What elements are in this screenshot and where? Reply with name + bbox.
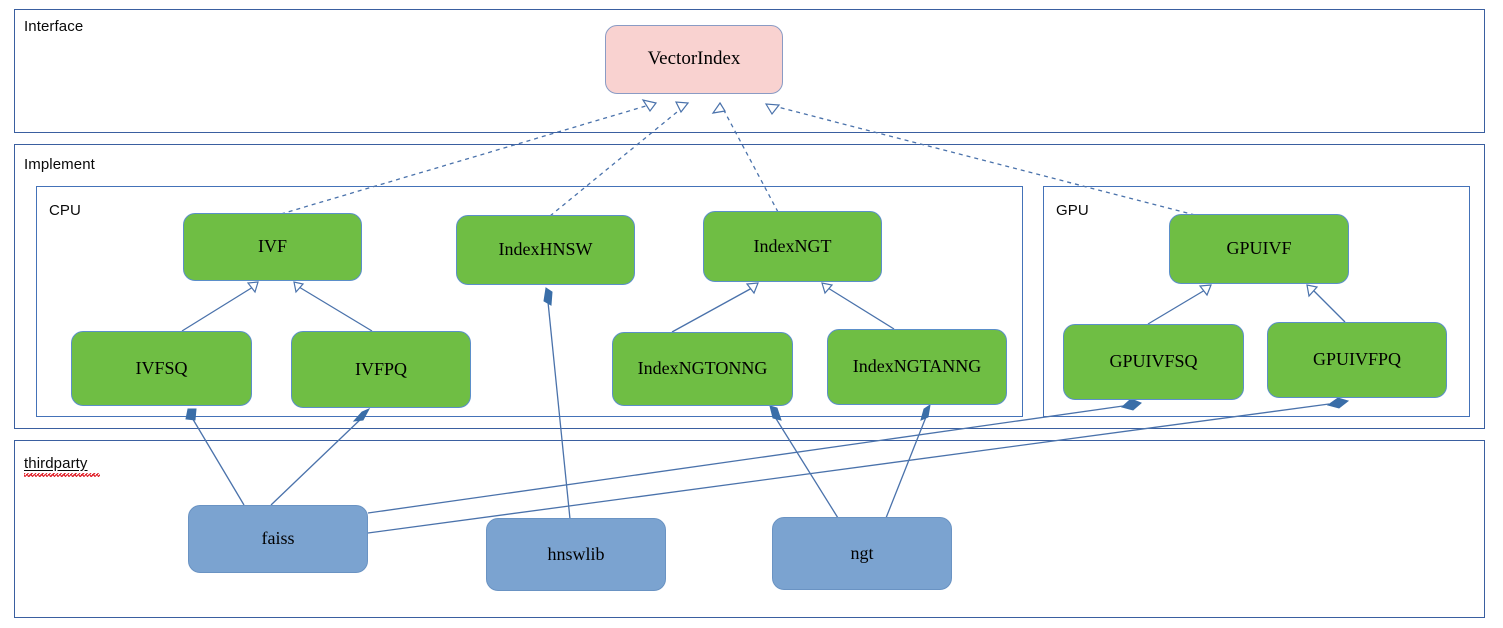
node-indexngtonng[interactable]: IndexNGTONNG <box>612 332 793 406</box>
container-implement-label: Implement <box>24 156 95 173</box>
edge-indexngtanng-indexngt <box>827 287 895 330</box>
node-ivfpq[interactable]: IVFPQ <box>291 331 471 408</box>
arrowhead-open-triangle <box>1306 284 1319 298</box>
spellcheck-underline-icon <box>24 473 100 477</box>
container-implement <box>14 144 1485 429</box>
edge-faiss-gpuivfpq <box>367 403 1330 534</box>
arrowhead-open-triangle <box>293 281 305 294</box>
node-hnswlib[interactable]: hnswlib <box>486 518 666 591</box>
node-gpuivf[interactable]: GPUIVF <box>1169 214 1349 284</box>
node-ivfsq[interactable]: IVFSQ <box>71 331 252 406</box>
arrowhead-filled-diamond <box>352 407 371 422</box>
edge-ivf-vectorindex <box>280 102 657 215</box>
arrowhead-open-triangle <box>711 101 726 114</box>
edge-ngt-indexngtanng <box>885 416 927 519</box>
node-ivf[interactable]: IVF <box>183 213 362 281</box>
arrowhead-open-triangle <box>246 281 259 294</box>
node-faiss[interactable]: faiss <box>188 505 368 573</box>
container-gpu <box>1043 186 1470 417</box>
node-gpuivfsq[interactable]: GPUIVFSQ <box>1063 324 1244 400</box>
node-indexngt[interactable]: IndexNGT <box>703 211 882 282</box>
container-cpu <box>36 186 1023 417</box>
edge-indexngt-vectorindex <box>719 102 779 213</box>
arrowhead-open-triangle <box>764 103 781 116</box>
edge-ivfsq-ivf <box>181 286 254 332</box>
arrowhead-filled-diamond <box>920 403 931 421</box>
edge-hnswlib-indexhnsw <box>547 301 571 520</box>
container-thirdparty-label: thirdparty <box>24 455 88 472</box>
arrowhead-open-triangle <box>1198 284 1212 297</box>
edge-ngt-indexngtonng <box>774 416 839 519</box>
edge-gpuivfsq-gpuivf <box>1147 289 1206 325</box>
arrowhead-filled-diamond <box>1326 397 1350 409</box>
node-ngt[interactable]: ngt <box>772 517 952 590</box>
container-cpu-label: CPU <box>49 202 81 219</box>
arrowhead-filled-diamond <box>769 405 782 421</box>
container-interface <box>14 9 1485 133</box>
arrowhead-filled-diamond <box>1120 398 1142 411</box>
edge-indexngtonng-indexngt <box>671 287 753 333</box>
node-gpuivfpq[interactable]: GPUIVFPQ <box>1267 322 1447 398</box>
edge-ivfpq-ivf <box>298 286 373 332</box>
edge-gpuivfpq-gpuivf <box>1312 289 1346 323</box>
edge-gpuivf-vectorindex <box>765 103 1196 216</box>
container-interface-label: Interface <box>24 18 84 35</box>
arrowhead-open-triangle <box>674 101 690 114</box>
arrowhead-open-triangle <box>745 282 759 295</box>
node-indexngtanng[interactable]: IndexNGTANNG <box>827 329 1007 405</box>
arrowhead-open-triangle <box>821 282 834 295</box>
container-thirdparty <box>14 440 1485 618</box>
arrowhead-filled-diamond <box>185 408 197 421</box>
edge-faiss-ivfsq <box>190 415 245 506</box>
node-vectorindex[interactable]: VectorIndex <box>605 25 783 94</box>
edge-indexhnsw-vectorindex <box>549 102 689 217</box>
node-indexhnsw[interactable]: IndexHNSW <box>456 215 635 285</box>
container-gpu-label: GPU <box>1056 202 1089 219</box>
arrowhead-filled-diamond <box>543 287 553 306</box>
edge-faiss-gpuivfsq <box>367 405 1124 514</box>
arrowhead-open-triangle <box>641 99 658 113</box>
edge-faiss-ivfpq <box>270 415 365 506</box>
